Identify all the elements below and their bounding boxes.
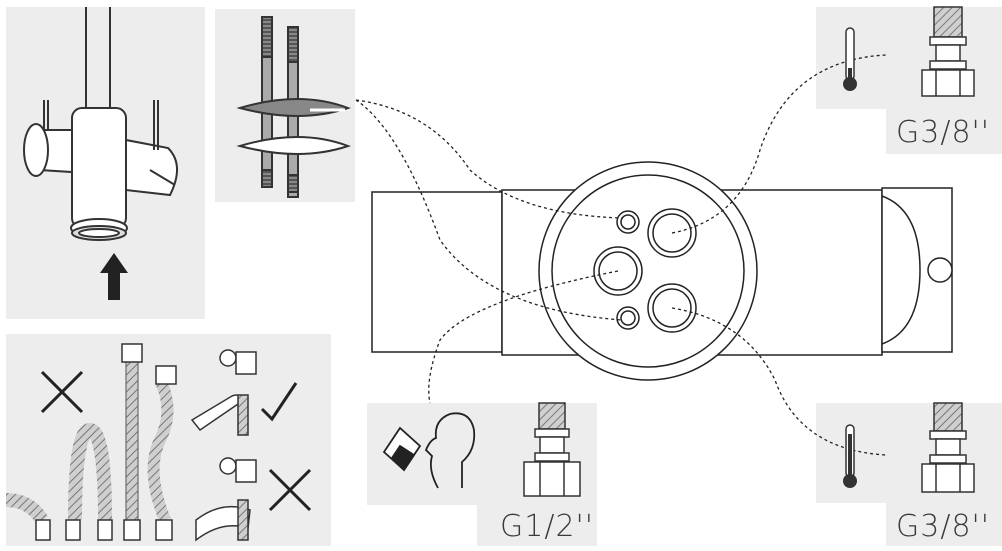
thermometer-cold-icon (843, 27, 857, 91)
mixer-body (371, 161, 953, 381)
hose-illustration (5, 343, 312, 542)
fitting-size-cold-label: G3/8'' (896, 115, 991, 150)
cross-icon (40, 370, 84, 414)
thermometer-hot-icon (843, 424, 857, 488)
fitting-size-drinking-label: G1/2'' (500, 509, 595, 544)
fitting-size-hot-label: G3/8'' (896, 509, 991, 544)
drinking-person-icon (382, 412, 476, 489)
leader-lines (355, 54, 887, 456)
mounting-kit-illustration (236, 16, 351, 198)
checkmark-icon (260, 382, 298, 422)
arrow-up-icon (100, 253, 128, 300)
faucet-illustration (23, 7, 178, 241)
fitting-hot (921, 402, 975, 493)
fitting-drinking (523, 402, 581, 497)
cross-icon (268, 468, 312, 512)
fitting-cold (921, 6, 975, 97)
